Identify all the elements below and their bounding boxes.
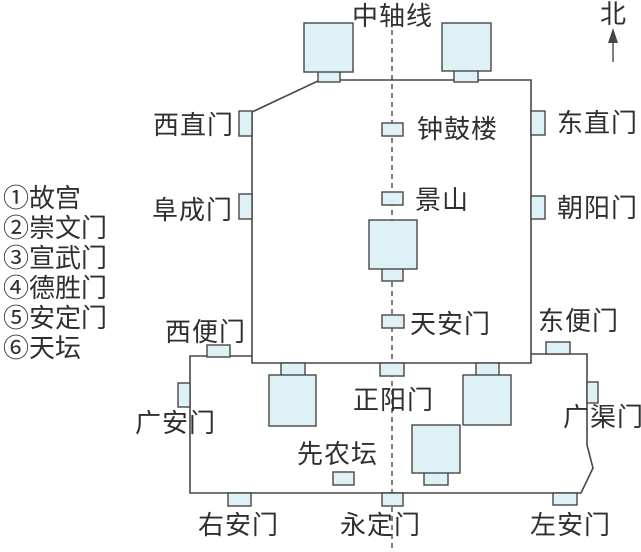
gugong-box: [368, 219, 418, 270]
guanganmen-label: 广安门: [135, 409, 217, 438]
xuanwumen-gate-tab: [280, 362, 306, 377]
xizhimen-label: 西直门: [153, 111, 235, 140]
andingmen-building: [441, 22, 492, 83]
xibianmen-gate-box: [206, 344, 231, 358]
fuchengmen-label: 阜成门: [152, 196, 234, 225]
xiannongtan-box: [332, 471, 355, 486]
yongdingmen-gate-box: [381, 492, 404, 507]
zhengyangmen-gate-box: [379, 362, 405, 377]
gugong-tab: [381, 267, 404, 282]
legend-item-andingmen: ⑤安定门: [3, 304, 108, 333]
xibianmen-label: 西便门: [165, 318, 247, 347]
zhengyangmen-label: 正阳门: [353, 386, 435, 415]
xuanwumen-building: [268, 362, 317, 427]
deshengmen-gate-box: [303, 22, 354, 73]
chongwenmen-gate-box: [462, 374, 512, 426]
tiananmen-box: [381, 314, 405, 329]
jingshan-label: 景山: [415, 186, 470, 215]
tiananmen-label: 天安门: [410, 310, 492, 339]
tiantan-box: [411, 424, 461, 474]
andingmen-gate-tab: [453, 69, 479, 83]
fuchengmen-gate-box: [238, 193, 253, 220]
zuoanmen-label: 左安门: [530, 511, 612, 540]
legend-item-xuanwumen: ③宣武门: [3, 244, 108, 273]
youanmen-gate-box: [227, 492, 252, 507]
jingshan-box: [381, 191, 404, 206]
chaoyangmen-gate-box: [530, 195, 546, 220]
andingmen-gate-box: [441, 22, 492, 72]
legend-item-tiantan: ⑥天坛: [3, 334, 82, 363]
north-arrow-icon: [608, 28, 618, 62]
legend: ①故宫 ②崇文门 ③宣武门 ④德胜门 ⑤安定门 ⑥天坛: [3, 184, 107, 364]
legend-item-gugong: ①故宫: [3, 184, 82, 213]
zhonggulou-box: [381, 122, 404, 137]
guangqumen-gate-box: [586, 381, 599, 404]
chongwenmen-gate-tab: [475, 362, 500, 377]
chongwenmen-building: [462, 362, 512, 426]
chaoyangmen-label: 朝阳门: [557, 194, 639, 223]
deshengmen-building: [303, 22, 354, 83]
north-label: 北: [600, 0, 627, 29]
xizhimen-gate-box: [238, 110, 253, 137]
tiantan-building: [411, 424, 461, 486]
zhonggulou-label: 钟鼓楼: [417, 115, 499, 144]
dongzhimen-gate-box: [530, 110, 546, 136]
youanmen-label: 右安门: [198, 511, 280, 540]
legend-item-deshengmen: ④德胜门: [3, 274, 108, 303]
zuoanmen-gate-box: [552, 492, 578, 506]
central-axis-label: 中轴线: [352, 2, 434, 31]
legend-item-chongwenmen: ②崇文门: [3, 214, 108, 243]
north-arrow-head: [608, 28, 618, 43]
guangqumen-label: 广渠门: [563, 403, 641, 432]
tiantan-tab: [423, 471, 449, 486]
gugong-building: [368, 219, 418, 282]
guanganmen-gate-box: [177, 382, 191, 408]
dongzhimen-label: 东直门: [557, 109, 639, 138]
dongbianmen-label: 东便门: [538, 307, 620, 336]
xiannongtan-label: 先农坛: [297, 440, 379, 469]
xuanwumen-gate-box: [268, 374, 317, 427]
yongdingmen-label: 永定门: [340, 511, 422, 540]
outer-city-wall: [189, 353, 594, 494]
dongbianmen-gate-box: [545, 341, 571, 355]
